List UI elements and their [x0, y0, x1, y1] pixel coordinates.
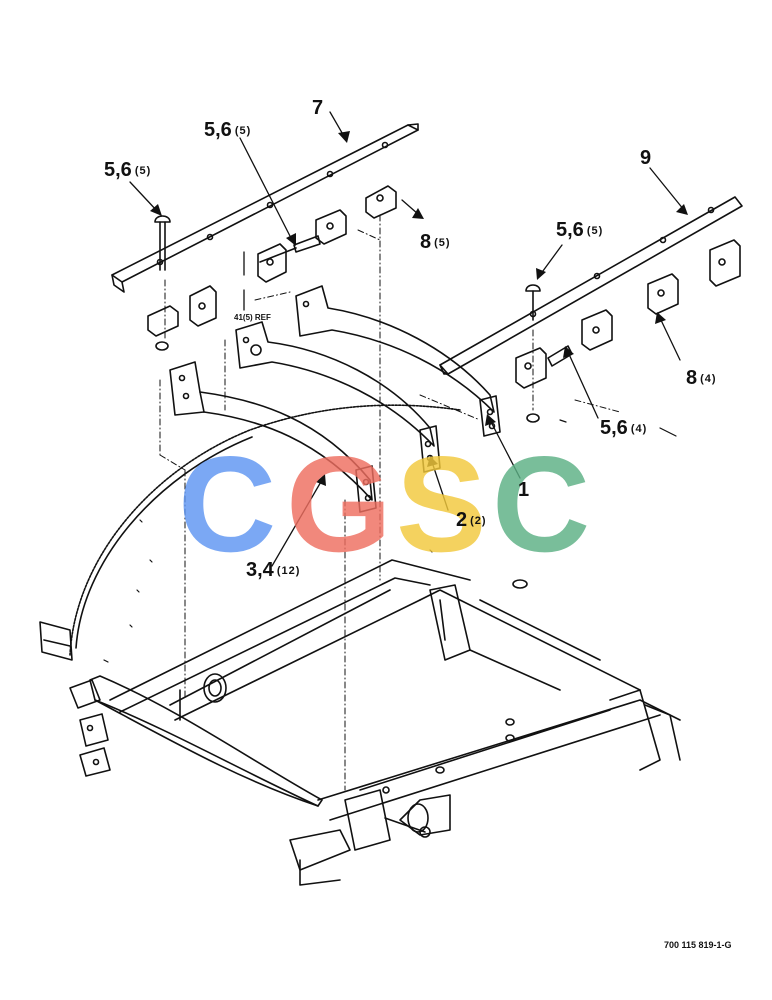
callout-1: 1 [518, 479, 530, 501]
arrow-heads [150, 131, 688, 486]
callout-8-right: 8(4) [686, 367, 717, 389]
callout-5-6-right: 5,6(5) [556, 219, 604, 241]
callout-7: 7 [312, 97, 324, 119]
leader-arrows [129, 111, 685, 567]
callout-8-top: 8(5) [420, 231, 451, 253]
watermark-letter-2: G [286, 428, 392, 580]
clip-brackets [147, 185, 741, 389]
frame-brackets [69, 679, 111, 777]
frame [109, 559, 681, 886]
callout-9: 9 [640, 147, 652, 169]
callout-5-6-left: 5,6(5) [104, 159, 152, 181]
alignment-lines [159, 214, 621, 791]
reference-note: 41(5) REF [234, 313, 271, 322]
front-bar [89, 675, 323, 807]
callout-2: 2(2) [456, 509, 487, 531]
watermark-letter-1: C [178, 428, 277, 580]
callout-5-6-top: 5,6(5) [204, 119, 252, 141]
bolts [154, 215, 573, 423]
top-strip-left [111, 123, 419, 293]
scatter-marks [103, 419, 677, 663]
watermark-letter-3: S [396, 428, 487, 580]
callout-5-6-lower: 5,6(4) [600, 417, 648, 439]
drawing-number: 700 115 819-1-G [664, 940, 732, 950]
shield-pan [39, 404, 461, 661]
watermark-letter-4: C [492, 428, 591, 580]
callout-3-4: 3,4(12) [246, 559, 301, 581]
support-arms [169, 285, 501, 513]
